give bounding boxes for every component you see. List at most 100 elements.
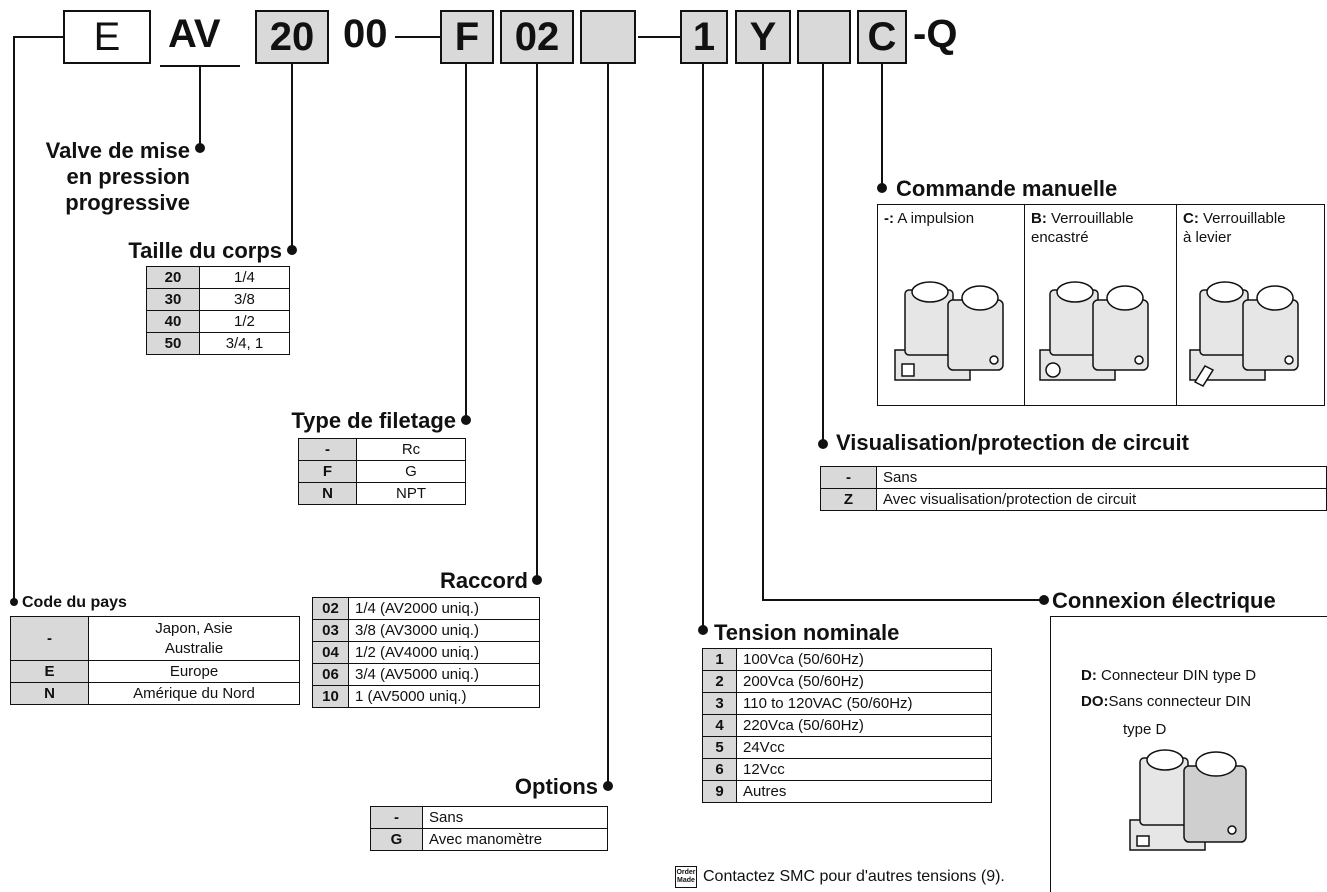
code-option-box [580, 10, 636, 64]
order-made-icon: Order Made [675, 866, 697, 888]
cell-value: 220Vca (50/60Hz) [736, 714, 992, 737]
options-title: Options [514, 774, 598, 799]
code-size-box: 20 [255, 10, 329, 64]
valve-desc-line3: progressive [65, 190, 190, 215]
cell-value: 1/4 [198, 266, 291, 289]
cell-value: 1/2 [198, 310, 291, 333]
table-row: -Sans [820, 466, 1327, 489]
manual-option-text2: encastré [1031, 229, 1089, 246]
voltage-note: Contactez SMC pour d'autres tensions (9)… [703, 868, 1005, 885]
cell-value: Rc [356, 438, 466, 461]
order-made-line1: Order [676, 869, 696, 876]
cell-value: Avec visualisation/protection de circuit [876, 488, 1327, 511]
cell-value: 3/8 [198, 288, 291, 311]
cell-key: N [10, 682, 89, 705]
cell-key: 5 [702, 736, 737, 759]
cell-key: 50 [146, 332, 200, 355]
manual-option-locking-lever: C: Verrouillable à levier [1176, 205, 1324, 405]
cell-key: G [370, 828, 423, 851]
cell-key: 20 [146, 266, 200, 289]
manual-option-key: B: [1031, 210, 1047, 227]
valve-desc-line2: en pression [66, 164, 190, 189]
electric-option-key: D: [1081, 667, 1097, 684]
cell-key: 06 [312, 663, 349, 686]
electric-option-text: Connecteur DIN type D [1096, 667, 1257, 684]
cell-key: - [298, 438, 357, 461]
cell-value: Japon, Asie Australie [88, 616, 300, 661]
manual-override-title: Commande manuelle [896, 176, 1118, 201]
cell-value: Autres [736, 780, 992, 803]
cell-value: 12Vcc [736, 758, 992, 781]
cell-key: - [820, 466, 877, 489]
cell-value: Amérique du Nord [88, 682, 300, 705]
cell-key: 6 [702, 758, 737, 781]
thread-type-title: Type de filetage [291, 408, 456, 433]
cell-key: 4 [702, 714, 737, 737]
cell-key: Z [820, 488, 877, 511]
manual-option-text: Verrouillable [1198, 210, 1286, 227]
cell-value-line1: Japon, Asie [155, 619, 233, 637]
country-code-title: Code du pays [22, 594, 127, 611]
cell-key: - [10, 616, 89, 661]
port-size-title: Raccord [439, 568, 528, 593]
code-manual-box: C [857, 10, 907, 64]
code-av: AV [168, 12, 221, 56]
cell-value: Sans [422, 806, 608, 829]
code-suffix: -Q [913, 12, 958, 56]
light-protection-title: Visualisation/protection de circuit [836, 430, 1189, 455]
electric-connection-title: Connexion électrique [1052, 588, 1276, 613]
cell-key: F [298, 460, 357, 483]
electric-option-do: DO:Sans connecteur DIN [1081, 693, 1251, 710]
code-zeros: 00 [343, 12, 388, 56]
valve-illustration-slotted [1039, 281, 1149, 381]
table-row: - Japon, Asie Australie [10, 616, 300, 661]
valve-desc-line1: Valve de mise [45, 138, 190, 163]
code-electric-box: Y [735, 10, 791, 64]
voltage-title: Tension nominale [714, 620, 900, 645]
cell-value: Europe [88, 660, 300, 683]
cell-value: 200Vca (50/60Hz) [736, 670, 992, 693]
manual-option-locking-slotted: B: Verrouillable encastré [1024, 205, 1176, 405]
electric-option-key: DO: [1081, 693, 1109, 710]
cell-value: 1/4 (AV2000 uniq.) [348, 597, 540, 620]
cell-key: 30 [146, 288, 200, 311]
cell-value: 100Vca (50/60Hz) [736, 648, 992, 671]
valve-description: Valve de mise en pression progressive [20, 138, 190, 216]
code-port-box: 02 [500, 10, 574, 64]
valve-illustration-din [1129, 749, 1247, 851]
valve-illustration-lever [1189, 281, 1299, 387]
cell-value-line2: Australie [164, 639, 224, 657]
manual-option-key: C: [1183, 210, 1199, 227]
cell-value: NPT [356, 482, 466, 505]
cell-key: 40 [146, 310, 200, 333]
table-row: -Sans [370, 806, 608, 829]
cell-key: 3 [702, 692, 737, 715]
cell-value: G [356, 460, 466, 483]
cell-key: 03 [312, 619, 349, 642]
body-size-title: Taille du corps [128, 238, 282, 263]
valve-illustration-push [894, 281, 1004, 381]
cell-value: Sans [876, 466, 1327, 489]
electric-option-text: Sans connecteur DIN [1108, 693, 1252, 710]
